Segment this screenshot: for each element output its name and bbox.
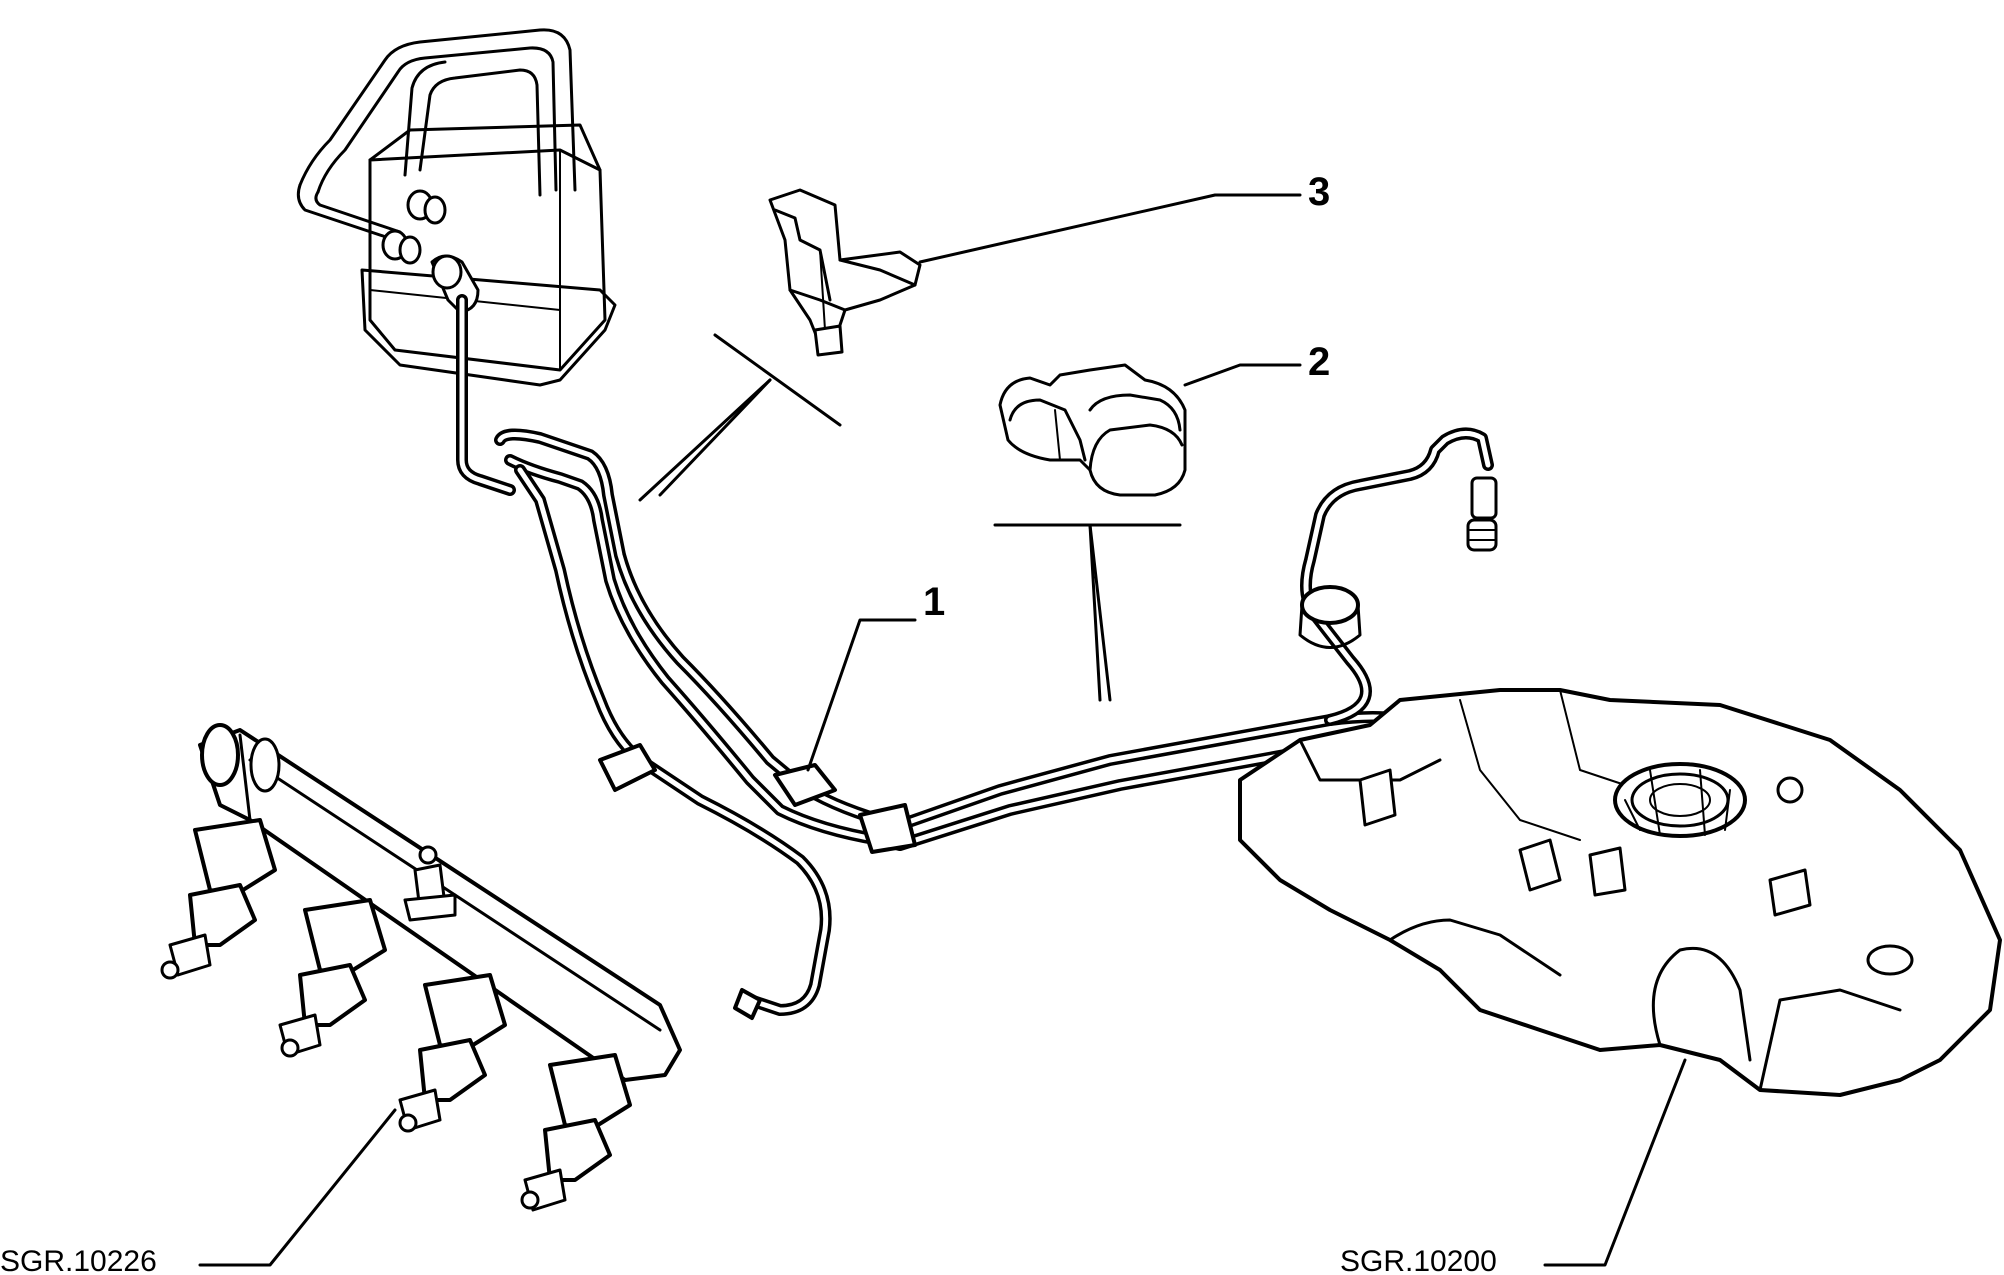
leader-lines [198,193,1687,1267]
reference-label-injector-rail: SGR.10226 [0,1245,157,1275]
injector-2 [278,898,387,1058]
reference-label-fuel-tank: SGR.10200 [1340,1245,1497,1275]
fuel-tank [1238,585,2002,1097]
carbon-canister [296,28,617,387]
callout-label-2: 2 [1308,340,1330,384]
canister-outlet-elbow [430,254,480,314]
injector-4 [520,1053,632,1212]
canister-fitting-upper [406,189,447,225]
injector-1 [160,818,277,980]
fuel-pump-flange [1613,762,1747,838]
canister-fitting-lower [381,229,422,265]
pipe-clip-part-2 [998,363,1187,497]
pipe-clip-part-3 [768,188,922,357]
injector-3 [398,973,507,1133]
upper-fuel-connector [1466,476,1498,552]
injector-rail [160,723,682,1212]
callout-label-3: 3 [1308,170,1330,214]
callout-label-1: 1 [923,580,945,624]
